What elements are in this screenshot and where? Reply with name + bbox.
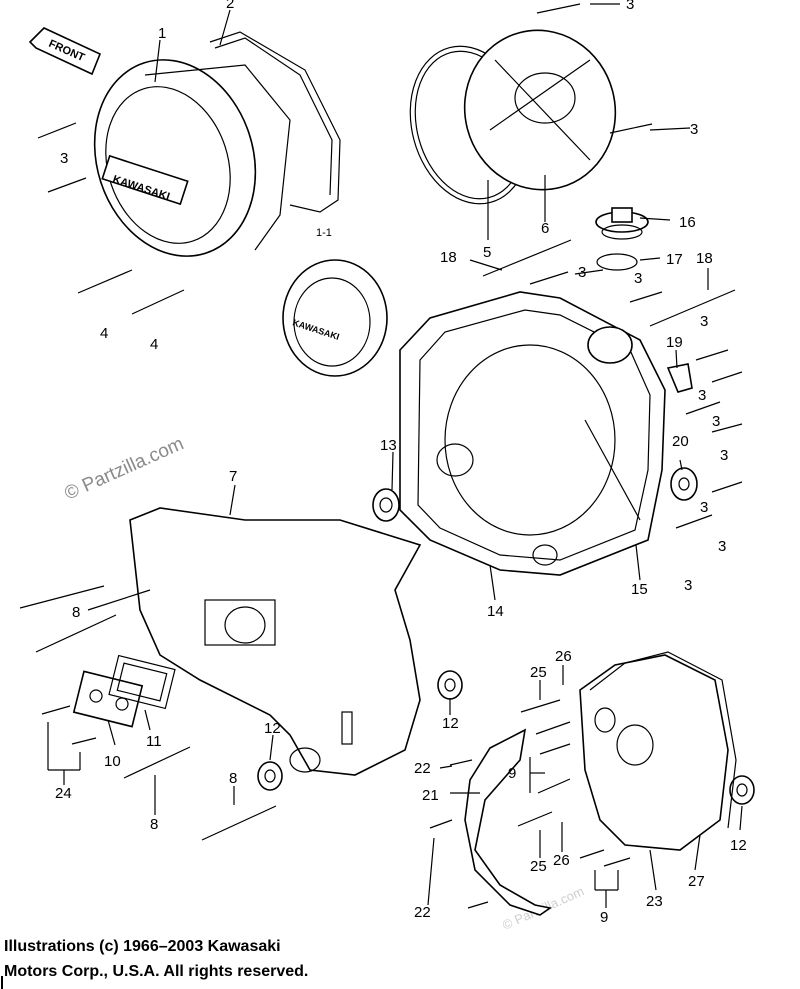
callout-label: 3 xyxy=(700,313,708,330)
clutch-cover-part-6 xyxy=(463,29,617,191)
callout-label: 3 xyxy=(698,387,706,404)
copyright-line-2: Motors Corp., U.S.A. All rights reserved… xyxy=(4,963,309,980)
callout-label: 18 xyxy=(696,250,713,267)
callout-label: 22 xyxy=(414,904,431,921)
callout-label: 6 xyxy=(541,220,549,237)
callout-label: 10 xyxy=(104,753,121,770)
cover-part-23 xyxy=(579,654,729,851)
seal-part-20 xyxy=(670,467,698,501)
callout-label: 4 xyxy=(100,325,108,342)
gasket-part-27 xyxy=(589,651,737,829)
callout-label: 20 xyxy=(672,433,689,450)
callout-label: 17 xyxy=(666,251,683,268)
callout-label: 8 xyxy=(229,770,237,787)
generator-cover-part-1: KAWASAKI xyxy=(93,59,291,257)
o-ring-part-17 xyxy=(596,253,638,271)
callout-label: 1 xyxy=(158,25,166,42)
copyright-notice: Illustrations (c) 1966–2003 Kawasaki Mot… xyxy=(4,934,524,984)
seal-part-12-a xyxy=(437,670,463,700)
seal-part-12-b xyxy=(257,761,283,791)
callout-label: 25 xyxy=(530,858,547,875)
callout-label: 3 xyxy=(718,538,726,555)
engine-sprocket-cover-part-7 xyxy=(129,507,422,776)
callout-label: 9 xyxy=(508,765,516,782)
callout-label: 1-1 xyxy=(316,227,332,239)
watermark: © Partzilla.com xyxy=(61,433,187,504)
crankcase-cover-part-14 xyxy=(399,291,666,576)
callout-label: 12 xyxy=(730,837,747,854)
callout-label: 3 xyxy=(578,264,586,281)
generator-cover-gasket-part-2 xyxy=(209,31,341,213)
callout-label: 3 xyxy=(684,577,692,594)
small-cover-part-1-1: KAWASAKI xyxy=(282,259,388,377)
callout-label: 15 xyxy=(631,581,648,598)
seal-part-13 xyxy=(372,488,400,522)
callout-label: 3 xyxy=(700,499,708,516)
cover-gasket-part-15 xyxy=(584,419,641,521)
callout-label: 21 xyxy=(422,787,439,804)
seal-part-12-c xyxy=(729,775,755,805)
callout-label: 3 xyxy=(712,413,720,430)
callout-label: 26 xyxy=(555,648,572,665)
callout-label: 22 xyxy=(414,760,431,777)
callout-label: 9 xyxy=(600,909,608,926)
callouts: 1 1-1 2 3 3 3 3 3 3 3 3 3 3 3 3 4 4 5 6 … xyxy=(55,0,747,926)
chain-guide-part-21 xyxy=(464,728,552,916)
callout-label: 23 xyxy=(646,893,663,910)
callout-label: 4 xyxy=(150,336,158,353)
callout-label: 26 xyxy=(553,852,570,869)
callout-label: 8 xyxy=(150,816,158,833)
callout-label: 8 xyxy=(72,604,80,621)
bracket-part-19 xyxy=(666,363,693,393)
callout-label: 13 xyxy=(380,437,397,454)
callout-label: 25 xyxy=(530,664,547,681)
callout-label: 19 xyxy=(666,334,683,351)
callout-label: 16 xyxy=(679,214,696,231)
callout-label: 2 xyxy=(226,0,234,12)
callout-label: 3 xyxy=(60,150,68,167)
leader-lines xyxy=(47,3,743,908)
callout-label: 12 xyxy=(264,720,281,737)
callout-label: 12 xyxy=(442,715,459,732)
cover-plate-part-10 xyxy=(72,670,144,728)
callout-label: 7 xyxy=(229,468,237,485)
oil-filler-cap-part-16 xyxy=(595,207,649,240)
callout-label: 27 xyxy=(688,873,705,890)
callout-label: 14 xyxy=(487,603,504,620)
callout-label: 3 xyxy=(626,0,634,13)
callout-label: 18 xyxy=(440,249,457,266)
callout-label: 3 xyxy=(690,121,698,138)
callout-label: 24 xyxy=(55,785,72,802)
bolts xyxy=(19,3,743,909)
gasket-part-11 xyxy=(108,654,176,710)
front-arrow-tag: FRONT xyxy=(28,27,102,76)
callout-label: 3 xyxy=(720,447,728,464)
callout-label: 11 xyxy=(146,733,162,750)
callout-label: 5 xyxy=(483,244,491,261)
callout-label: 3 xyxy=(634,270,642,287)
copyright-line-1: Illustrations (c) 1966–2003 Kawasaki xyxy=(4,938,281,955)
